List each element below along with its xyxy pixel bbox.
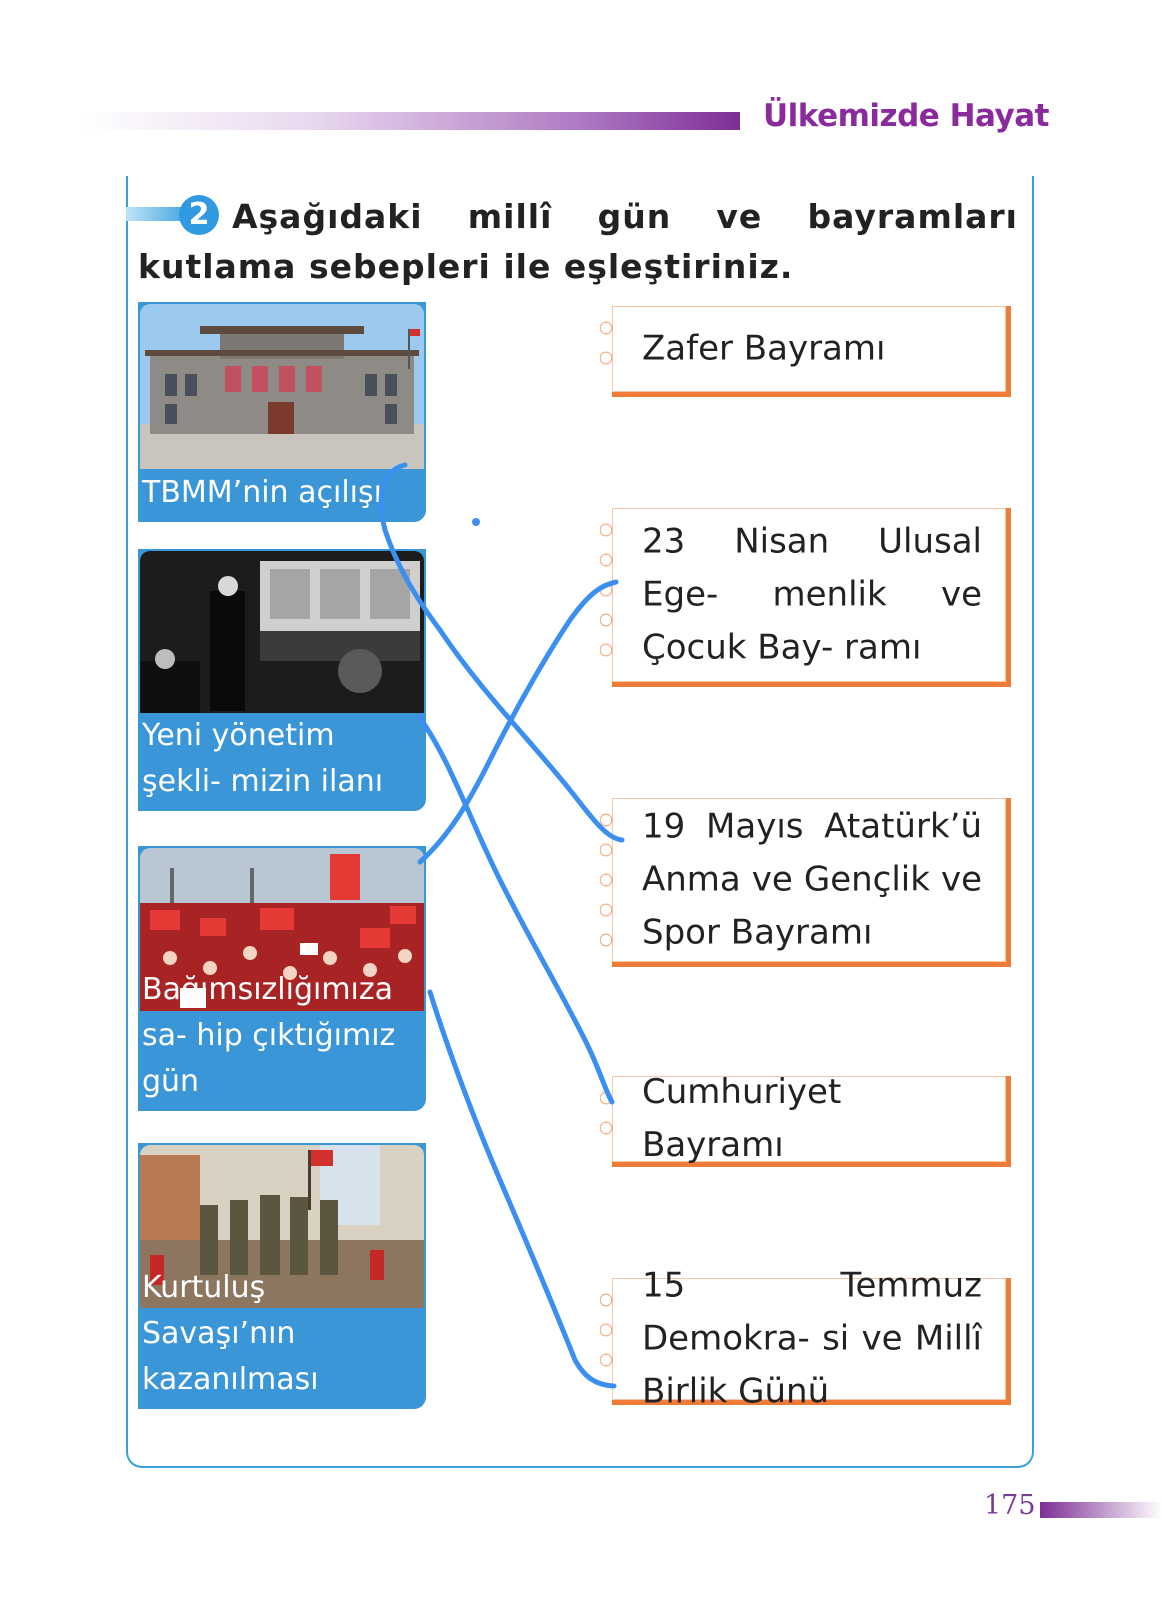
question-text: Aşağıdaki millî gün ve bayramları kutlam… bbox=[138, 197, 1018, 286]
notebook-spiral bbox=[600, 320, 614, 378]
left-card-4[interactable]: Kurtuluş Savaşı’nın kazanılması bbox=[138, 1143, 426, 1409]
match-line-tbmm bbox=[378, 462, 625, 843]
notebook-spiral bbox=[600, 1090, 614, 1148]
question-number-badge: 2 bbox=[179, 195, 219, 235]
left-card-3[interactable]: Bağımsızlığımıza sa- hip çıktığımız gün bbox=[138, 846, 426, 1111]
right-box-label: 19 Mayıs Atatürk’ü Anma ve Gençlik ve Sp… bbox=[642, 806, 982, 953]
header-title: Ülkemizde Hayat bbox=[763, 98, 1049, 134]
left-card-label: TBMM’nin açılışı bbox=[142, 475, 382, 510]
flag-crowd-photo bbox=[140, 848, 424, 1011]
right-box-label: 23 Nisan Ulusal Ege- menlik ve Çocuk Bay… bbox=[642, 521, 982, 668]
left-card-label: Kurtuluş Savaşı’nın kazanılması bbox=[142, 1270, 319, 1397]
match-line-republic bbox=[417, 715, 615, 1105]
right-box-label: 15 Temmuz Demokra- si ve Millî Birlik Gü… bbox=[642, 1265, 982, 1412]
left-card-1[interactable]: TBMM’nin açılışı bbox=[138, 302, 426, 522]
victory-march-painting bbox=[140, 1145, 424, 1308]
right-box-2[interactable]: 23 Nisan Ulusal Ege- menlik ve Çocuk Bay… bbox=[600, 508, 1011, 687]
footer-gradient-bar bbox=[1040, 1502, 1162, 1518]
right-box-1[interactable]: Zafer Bayramı bbox=[600, 306, 1011, 397]
left-card-label: Bağımsızlığımıza sa- hip çıktığımız gün bbox=[142, 972, 396, 1099]
left-card-2[interactable]: Yeni yönetim şekli- mizin ilanı bbox=[138, 549, 426, 811]
right-box-label: Zafer Bayramı bbox=[642, 328, 886, 369]
ink-dot bbox=[472, 518, 480, 526]
exercise-frame bbox=[126, 176, 1034, 1468]
right-box-label: Cumhuriyet Bayramı bbox=[642, 1072, 842, 1165]
left-card-label: Yeni yönetim şekli- mizin ilanı bbox=[142, 718, 384, 799]
right-box-4[interactable]: Cumhuriyet Bayramı bbox=[600, 1072, 1011, 1167]
right-box-5[interactable]: 15 Temmuz Demokra- si ve Millî Birlik Gü… bbox=[600, 1266, 1011, 1412]
ataturk-speech-photo bbox=[140, 551, 424, 713]
right-box-3[interactable]: 19 Mayıs Atatürk’ü Anma ve Gençlik ve Sp… bbox=[600, 798, 1011, 967]
tbmm-building-photo bbox=[140, 304, 424, 469]
header-gradient-bar bbox=[80, 112, 740, 130]
notebook-spiral bbox=[600, 812, 614, 948]
page-number: 175 bbox=[984, 1490, 1036, 1521]
match-line-july15 bbox=[417, 579, 619, 865]
notebook-spiral bbox=[600, 1292, 614, 1386]
notebook-spiral bbox=[600, 522, 614, 668]
match-line-independence bbox=[427, 989, 617, 1389]
question-stripe bbox=[126, 207, 192, 221]
